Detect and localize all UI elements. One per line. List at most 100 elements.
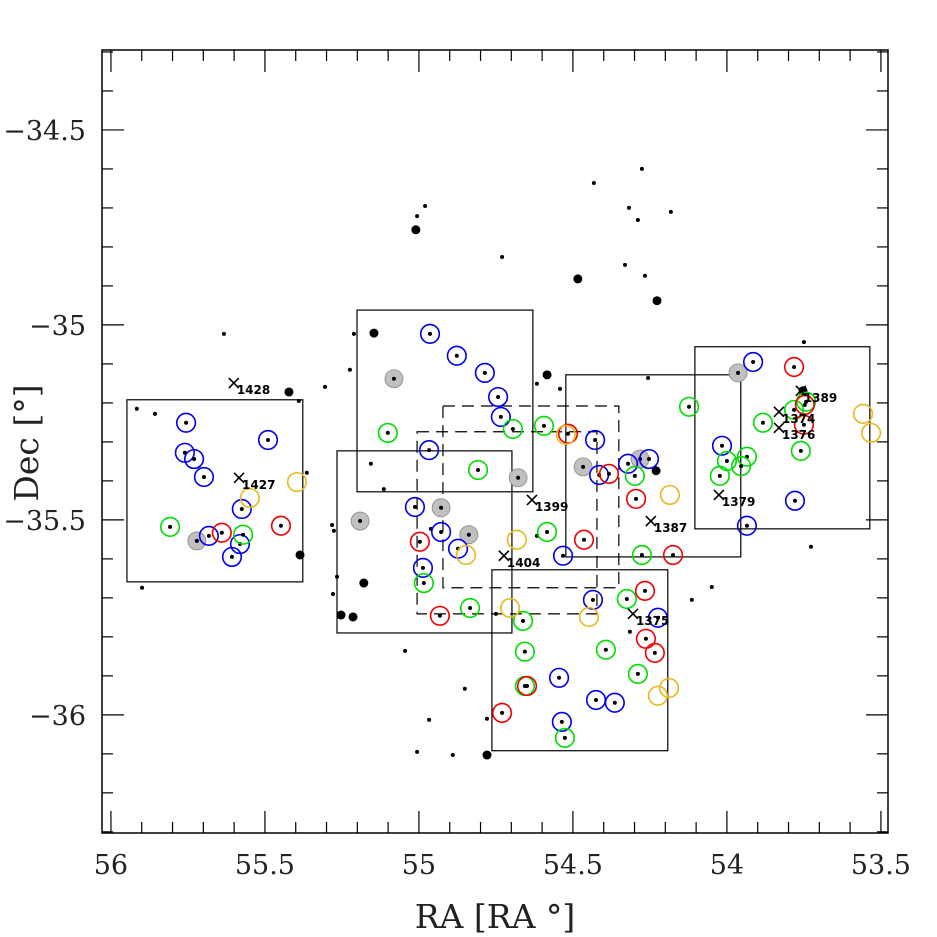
grey-disc-center-dot <box>736 370 741 375</box>
green-circle-marker <box>467 459 489 481</box>
field-rectangle <box>694 346 871 530</box>
red-circle-marker <box>625 488 647 509</box>
yellow-circle-marker <box>239 487 260 509</box>
blue-circle-marker <box>584 429 606 451</box>
blue-circle-marker <box>419 323 441 344</box>
cross-marker <box>233 472 245 484</box>
green-circle-marker <box>709 465 730 486</box>
green-circle-marker <box>624 465 645 486</box>
grey-disc-center-dot <box>194 538 199 543</box>
big-dot <box>411 225 421 235</box>
blue-circle-marker <box>183 448 205 470</box>
green-circle-marker-center-dot <box>804 399 809 404</box>
red-circle-marker-center-dot <box>801 422 806 427</box>
blue-circle-marker-center-dot <box>751 359 756 364</box>
cross-marker <box>498 550 510 562</box>
blue-circle-marker-center-dot <box>590 597 595 602</box>
big-dot <box>336 610 346 620</box>
grey-disc-center-dot <box>581 464 586 469</box>
green-circle-marker <box>536 521 558 543</box>
green-circle-marker-center-dot <box>421 581 426 586</box>
blue-circle-marker-center-dot <box>594 698 599 703</box>
blue-circle-marker <box>198 525 219 546</box>
red-circle-marker-center-dot <box>634 496 639 501</box>
yellow-circle-marker <box>860 422 882 444</box>
big-dot <box>359 578 369 588</box>
green-circle-marker <box>631 544 653 566</box>
green-circle-marker-center-dot <box>562 735 567 740</box>
blue-circle-marker-center-dot <box>792 498 797 503</box>
small-dot <box>809 544 814 549</box>
small-dot <box>330 591 335 596</box>
axis-ticks <box>102 50 888 833</box>
red-circle-marker <box>491 702 513 723</box>
green-circle-marker <box>616 588 637 610</box>
small-dot <box>534 381 539 386</box>
cross-label: 1379 <box>722 495 755 509</box>
red-circle-marker-center-dot <box>278 523 283 528</box>
cross-label: 1375 <box>636 614 669 628</box>
dashed-field-rectangle <box>416 431 598 615</box>
small-dot <box>134 406 139 411</box>
small-dot <box>626 205 631 210</box>
red-circle-marker <box>634 580 656 601</box>
grey-disc-center-dot <box>516 475 521 480</box>
blue-circle-marker-center-dot <box>612 700 617 705</box>
blue-circle-marker-center-dot <box>239 506 244 511</box>
red-circle-marker-center-dot <box>582 537 587 542</box>
red-circle-marker-center-dot <box>606 471 611 476</box>
blue-circle-marker <box>551 711 572 732</box>
blue-circle-marker-center-dot <box>412 505 417 510</box>
dashed-field-rectangle <box>442 405 620 589</box>
red-circle-marker-center-dot <box>219 530 224 535</box>
small-dot <box>500 255 505 260</box>
blue-circle-marker-center-dot <box>559 719 564 724</box>
blue-circle-marker-center-dot <box>744 523 749 528</box>
grey-disc-center-dot <box>439 505 444 510</box>
cross-label: 1374 <box>782 412 815 426</box>
small-dot <box>347 367 352 372</box>
green-circle-marker-center-dot <box>687 404 692 409</box>
cross-marker <box>526 494 538 506</box>
field-rectangle <box>356 309 534 493</box>
green-circle-marker <box>595 639 616 660</box>
blue-circle-marker-center-dot <box>206 533 211 538</box>
green-circle-marker <box>752 412 774 433</box>
blue-circle-marker <box>742 351 764 373</box>
small-dot <box>351 331 356 336</box>
red-circle-marker-center-dot <box>792 365 797 370</box>
green-circle-marker-center-dot <box>635 671 640 676</box>
blue-circle-marker-center-dot <box>439 529 444 534</box>
green-circle-marker-center-dot <box>603 647 608 652</box>
small-dot <box>639 166 644 171</box>
cross-label: 1404 <box>507 556 540 570</box>
x-tick-label: 53.5 <box>851 850 911 881</box>
green-circle-marker-center-dot <box>168 524 173 529</box>
green-circle-marker-center-dot <box>476 467 481 472</box>
small-dot <box>493 611 498 616</box>
cross-marker <box>795 385 807 397</box>
cross-marker <box>773 406 785 418</box>
green-circle-marker-center-dot <box>468 606 473 611</box>
green-circle-marker <box>512 610 534 631</box>
red-circle-marker-center-dot <box>802 402 807 407</box>
blue-circle-marker <box>604 692 625 713</box>
yellow-circle-marker <box>578 606 600 628</box>
markers <box>134 166 882 760</box>
yellow-circle-marker <box>659 484 681 506</box>
green-circle-marker <box>533 415 555 437</box>
blue-circle-marker-center-dot <box>454 353 459 358</box>
big-dot <box>369 328 379 338</box>
blue-circle-marker-center-dot <box>719 443 724 448</box>
cross-label: 1399 <box>535 500 568 514</box>
blue-circle-marker <box>490 406 511 428</box>
grey-disc-center-dot <box>391 376 396 381</box>
red-circle-marker <box>429 605 450 626</box>
yellow-circle-marker <box>555 424 576 445</box>
green-circle-marker <box>790 440 811 461</box>
small-dot <box>381 487 386 492</box>
red-circle-marker <box>783 356 805 378</box>
red-circle-marker <box>211 522 232 543</box>
red-circle-marker <box>793 414 815 435</box>
red-circle-marker-center-dot <box>437 613 442 618</box>
